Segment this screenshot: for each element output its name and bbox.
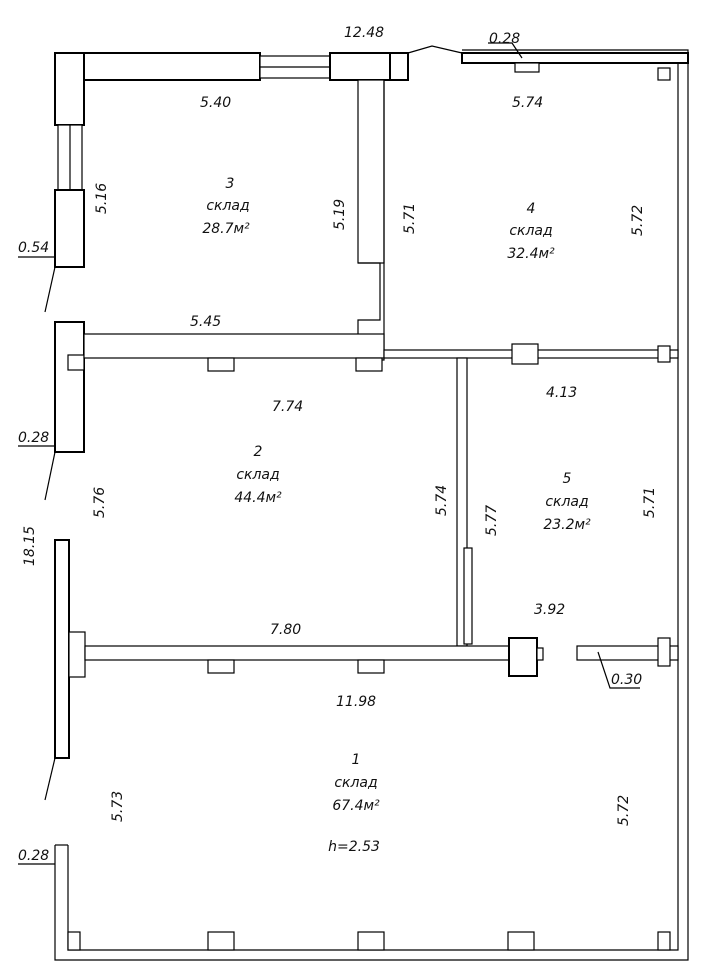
svg-text:склад: склад (509, 223, 552, 239)
svg-text:44.4м²: 44.4м² (234, 490, 282, 506)
dim-r2-left: 5.76 (92, 487, 108, 518)
left-wall-room3 (54, 124, 85, 268)
svg-text:склад: склад (545, 494, 588, 510)
dim-r1-right: 5.72 (616, 795, 632, 826)
dim-r2-top: 7.74 (272, 399, 303, 415)
svg-text:2: 2 (254, 444, 263, 460)
room-label-1: 1 склад 67.4м² h=2.53 (328, 752, 380, 855)
dim-r2-bottom: 7.80 (270, 622, 301, 638)
svg-text:h=2.53: h=2.53 (328, 839, 380, 855)
top-entrance-arc (407, 45, 463, 54)
leader-lines (18, 42, 640, 865)
svg-text:склад: склад (206, 198, 249, 214)
dim-r5-right: 5.71 (642, 487, 658, 518)
dim-left-overall: 18.15 (22, 526, 38, 566)
wall-r5-r1 (576, 637, 679, 667)
wall-r3-r4 (357, 79, 385, 361)
dim-r3-right: 5.19 (332, 199, 348, 230)
wall-r4-r5 (383, 343, 679, 365)
room-label-3: 3 склад 28.7м² (202, 176, 250, 237)
dim-r4-top: 5.74 (512, 95, 543, 111)
dim-r3-bottom: 5.45 (190, 314, 221, 330)
svg-text:4: 4 (527, 201, 536, 217)
room-label-5: 5 склад 23.2м² (543, 471, 591, 533)
outer-wall-top-left (54, 52, 409, 126)
left-wall-room1 (54, 539, 86, 759)
svg-text:5: 5 (563, 471, 572, 487)
left-wall-room2 (54, 321, 85, 453)
dim-r3-left: 5.16 (94, 183, 110, 214)
dim-r1-top: 11.98 (336, 694, 376, 710)
dim-r5-top: 4.13 (546, 385, 577, 401)
svg-text:1: 1 (352, 752, 361, 768)
outer-wall-top-right (461, 52, 689, 81)
dim-r5-left: 5.77 (484, 505, 500, 536)
dim-r4-left: 5.71 (402, 203, 418, 234)
wall-r2-r5 (456, 357, 473, 647)
dim-top-wall-thickness: 0.28 (489, 31, 520, 47)
svg-text:32.4м²: 32.4м² (507, 246, 555, 262)
dim-left-wall-room1: 0.28 (18, 848, 49, 864)
wall-r3-r2 (83, 333, 385, 372)
dim-top-overall: 12.48 (344, 25, 384, 41)
svg-text:склад: склад (334, 775, 377, 791)
dim-r4-right: 5.72 (630, 205, 646, 236)
room-label-4: 4 склад 32.4м² (507, 201, 555, 262)
dim-r5-bottom: 3.92 (534, 602, 565, 618)
dim-r2-right: 5.74 (434, 485, 450, 516)
svg-text:23.2м²: 23.2м² (543, 517, 591, 533)
dim-r3-top: 5.40 (200, 95, 231, 111)
svg-text:склад: склад (236, 467, 279, 483)
dim-left-wall-room3: 0.54 (18, 240, 49, 256)
bottom-pilasters (67, 931, 671, 951)
dim-left-wall-room2: 0.28 (18, 430, 49, 446)
wall-r2-r1 (84, 637, 544, 677)
svg-text:3: 3 (226, 176, 235, 192)
dim-r1-left: 5.73 (110, 791, 126, 822)
room-label-2: 2 склад 44.4м² (234, 444, 282, 506)
dim-opening-room1: 0.30 (611, 672, 642, 688)
svg-text:67.4м²: 67.4м² (332, 798, 380, 814)
svg-text:28.7м²: 28.7м² (202, 221, 250, 237)
